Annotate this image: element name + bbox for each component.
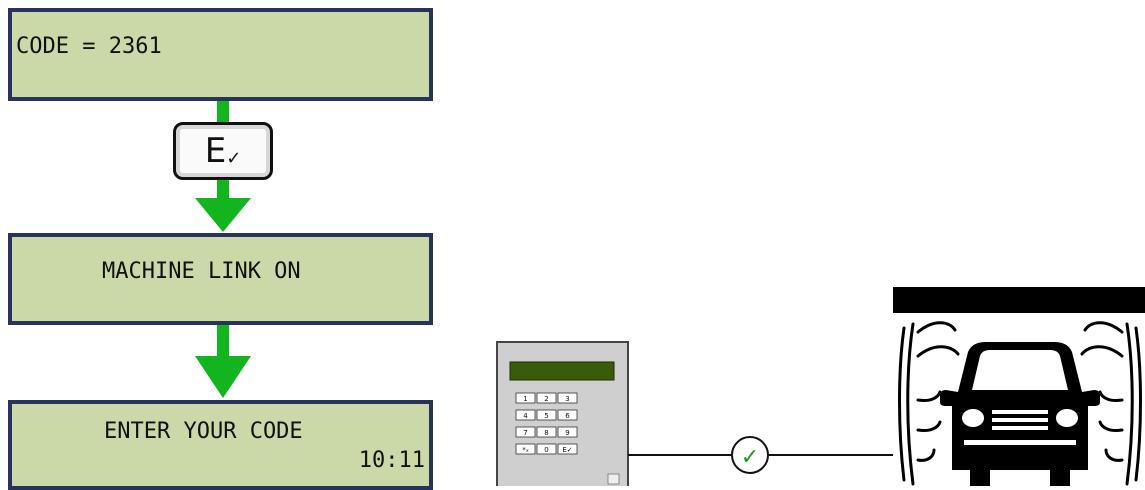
- keypad-key[interactable]: [557, 426, 578, 438]
- keypad-key-label: 8: [544, 429, 548, 437]
- keypad-key[interactable]: [557, 443, 578, 455]
- keypad-key-label: 0: [544, 446, 548, 454]
- keypad-key-label: 9: [565, 429, 569, 437]
- keypad-terminal-icon: 1 2 3 4 5 6 7 8 9 *ₓ 0 E✓: [496, 341, 629, 486]
- keypad-key[interactable]: [536, 443, 557, 455]
- arrow-head-2: [195, 356, 251, 398]
- connection-status-circle: [731, 436, 769, 474]
- enter-key-letter: E: [204, 131, 227, 171]
- keypad-key[interactable]: [515, 392, 536, 404]
- keypad-key[interactable]: [536, 426, 557, 438]
- lcd-machine-link-line: MACHINE LINK ON: [102, 259, 301, 284]
- lcd-screen-enter-code: ENTER YOUR CODE 10:11: [8, 400, 433, 490]
- keypad-key[interactable]: [536, 392, 557, 404]
- keypad-key[interactable]: [557, 392, 578, 404]
- lcd-enter-code-line: ENTER YOUR CODE: [104, 419, 303, 444]
- keypad-key[interactable]: [515, 443, 536, 455]
- keypad-key-label: 5: [544, 412, 548, 420]
- keypad-key-label: 3: [565, 395, 569, 403]
- arrow-head-1: [195, 198, 251, 232]
- arrow-stem-2: [217, 178, 229, 200]
- keypad-key[interactable]: [536, 409, 557, 421]
- keypad-key-label: 6: [565, 412, 570, 420]
- car-wash-icon: [893, 287, 1145, 486]
- lcd-screen-code: CODE = 2361: [8, 8, 433, 101]
- keypad-key-label: 4: [523, 412, 528, 420]
- keypad-key-label: 2: [544, 395, 548, 403]
- keypad-key-label: 1: [523, 395, 527, 403]
- keypad-key-label: *ₓ: [522, 446, 529, 454]
- check-mark-icon: ✓: [226, 147, 242, 169]
- keypad-key-label: E✓: [562, 446, 572, 454]
- arrow-stem-3: [217, 325, 229, 357]
- keypad-key[interactable]: [515, 409, 536, 421]
- keypad-key[interactable]: [557, 409, 578, 421]
- keypad-key-label: 7: [523, 429, 527, 437]
- enter-key-button[interactable]: E ✓: [173, 122, 273, 180]
- arrow-stem-1: [217, 100, 229, 125]
- connection-check-icon: ✓: [741, 445, 759, 470]
- lcd-code-line: CODE = 2361: [16, 34, 162, 59]
- lcd-screen-machine-link: MACHINE LINK ON: [8, 233, 433, 325]
- keypad-key[interactable]: [515, 426, 536, 438]
- lcd-time-line: 10:11: [358, 448, 425, 473]
